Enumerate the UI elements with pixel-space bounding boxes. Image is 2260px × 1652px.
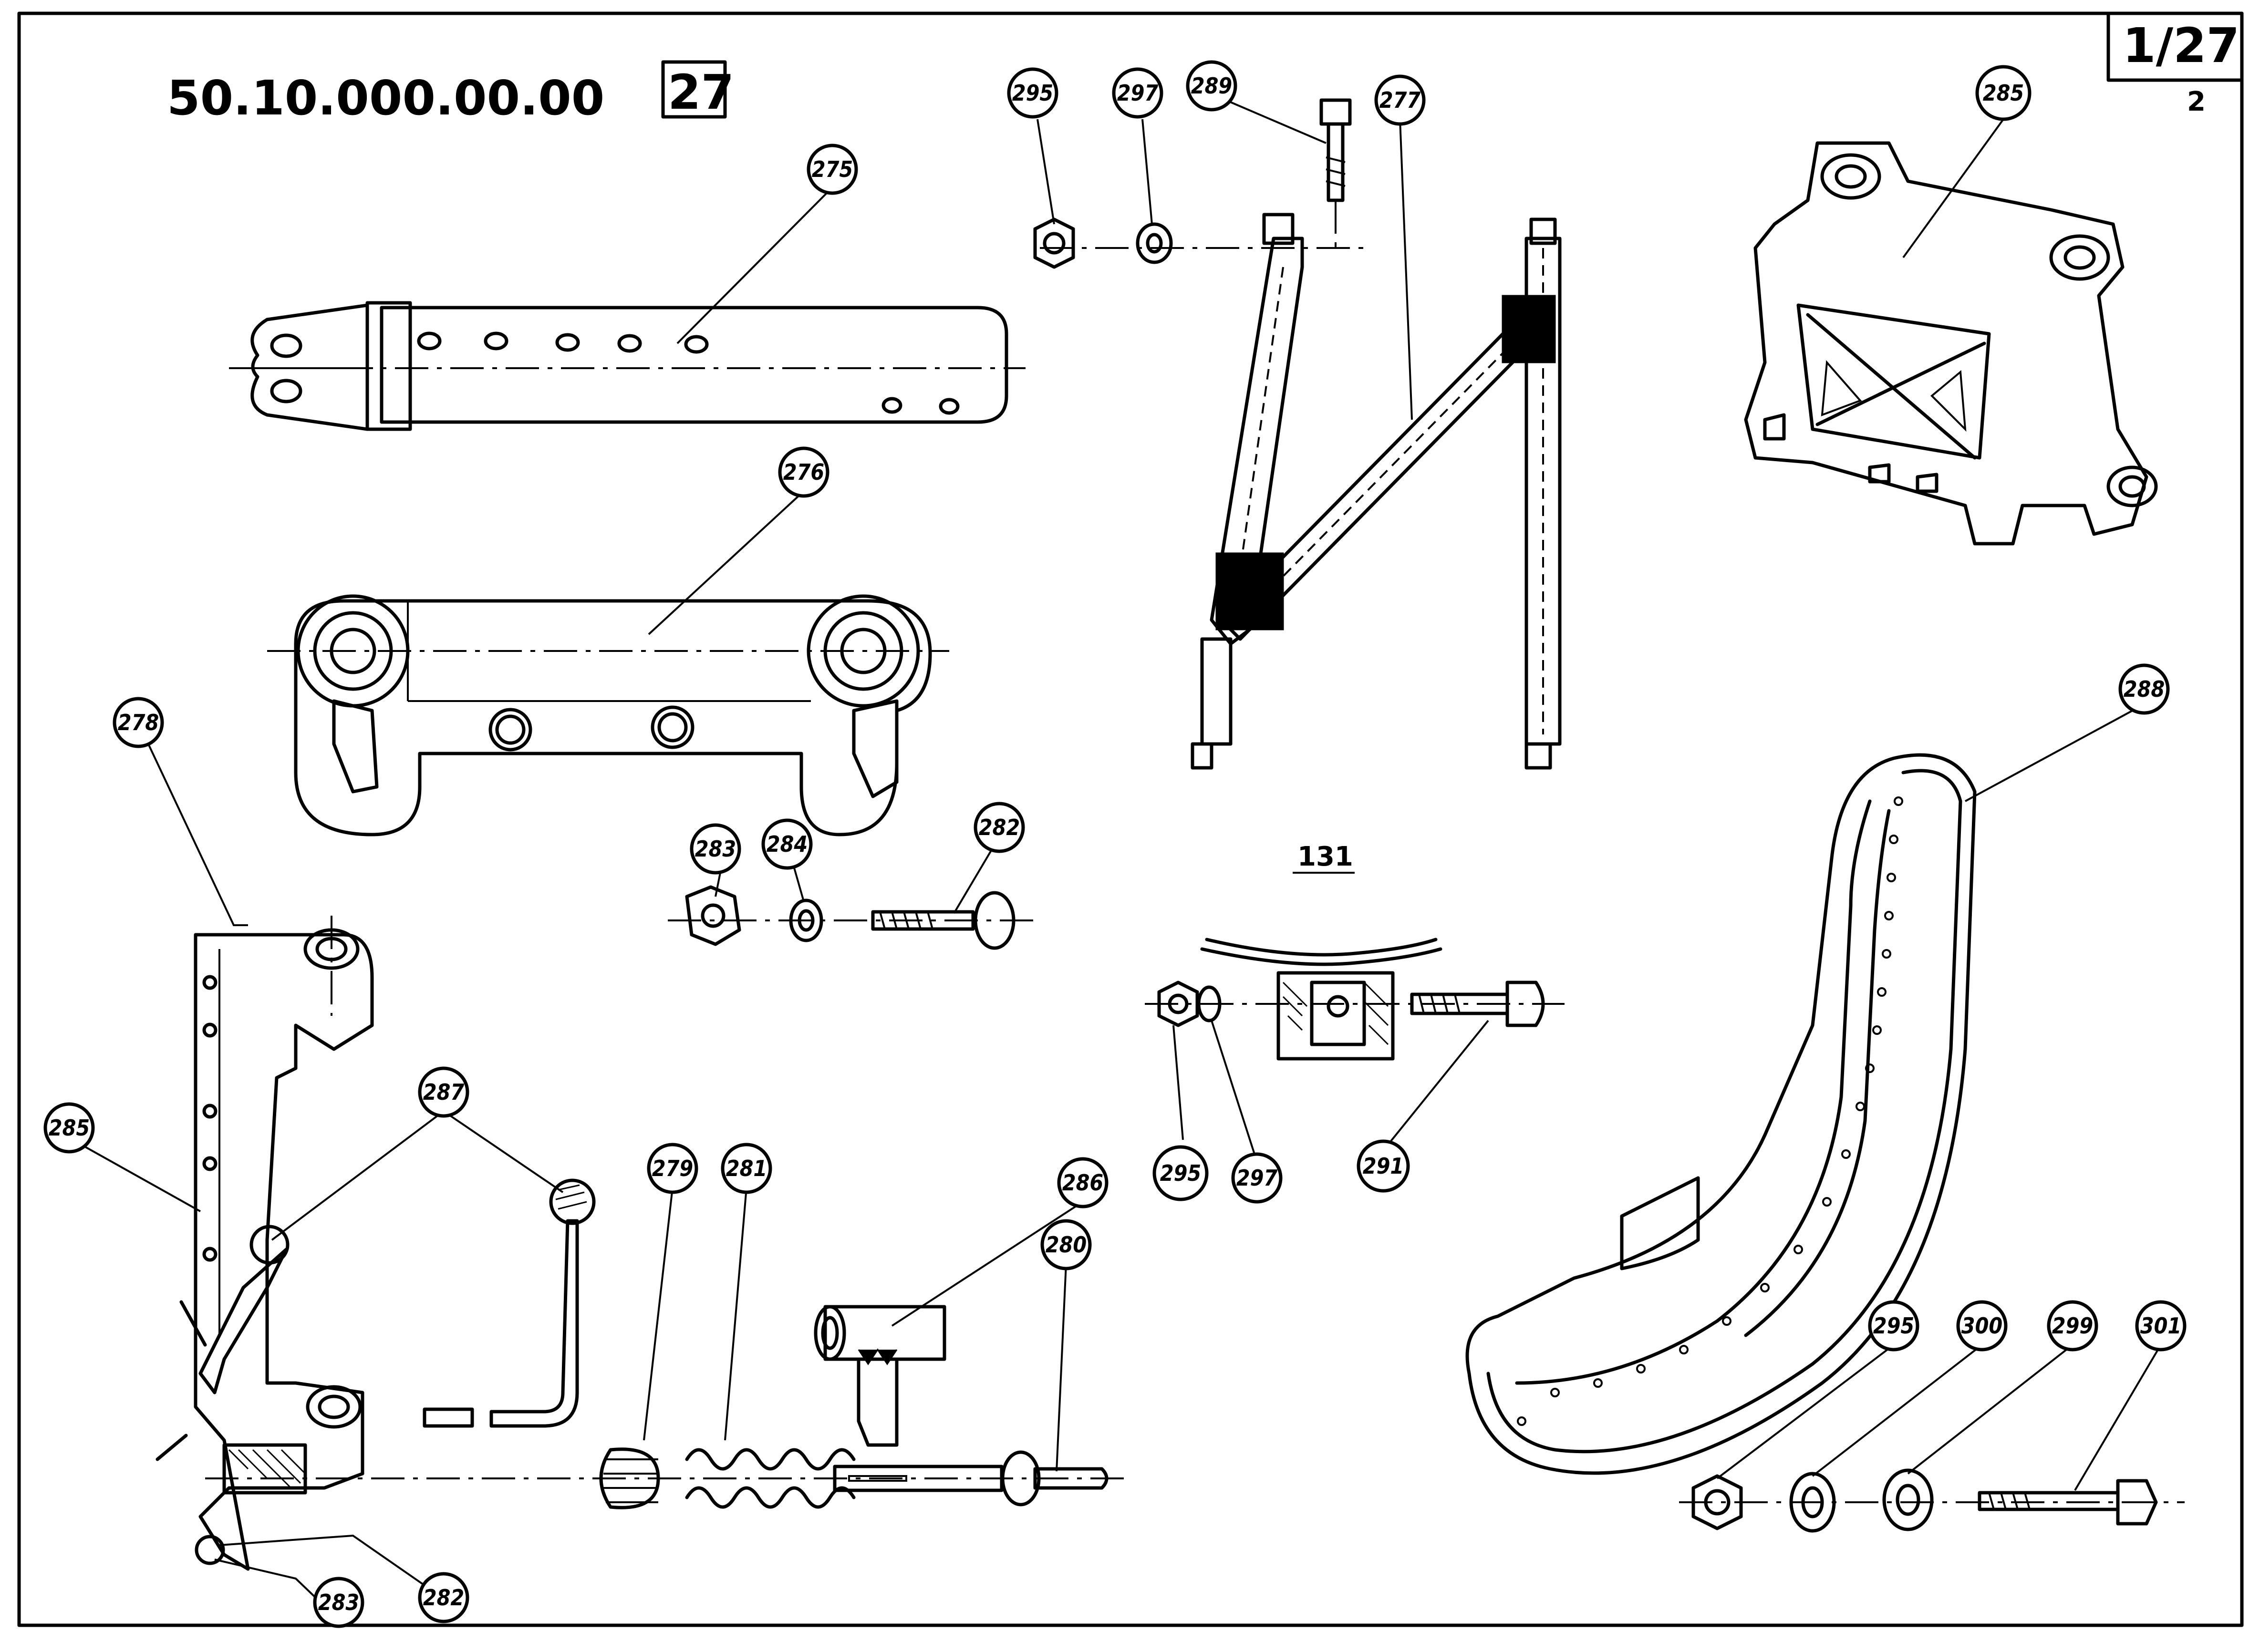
callout-label: 282 [979, 815, 1020, 840]
callout-label: 287 [423, 1079, 465, 1105]
leader-lines [81, 99, 2162, 1602]
callout-297: 297 [1112, 67, 1163, 119]
callout-label: 285 [49, 1115, 90, 1141]
part-number: 50.10.000.00.00 [167, 70, 604, 126]
callout-285: 285 [43, 1102, 95, 1154]
callout-label: 283 [695, 836, 736, 862]
callout-label: 276 [783, 459, 824, 485]
parts-279-281-286-280 [599, 1305, 1109, 1509]
callout-297: 297 [1231, 1152, 1283, 1204]
callout-label: 295 [1873, 1313, 1914, 1339]
callout-label: 286 [1062, 1170, 1103, 1196]
callout-label: 299 [2052, 1313, 2093, 1339]
callout-275: 275 [807, 144, 858, 195]
callout-label: 288 [2124, 676, 2165, 702]
part-277-frame [1040, 213, 1562, 770]
callout-282: 282 [418, 1572, 469, 1623]
callout-277: 277 [1374, 74, 1426, 126]
part-288-curved-rail [1465, 753, 1977, 1475]
part-285-casting [1744, 141, 2158, 546]
group-number-box [661, 60, 727, 119]
callout-295: 295 [1152, 1145, 1209, 1201]
callout-label: 291 [1363, 1153, 1404, 1179]
callout-286: 286 [1057, 1157, 1109, 1208]
callout-283: 283 [313, 1577, 364, 1628]
part-276-link [267, 594, 949, 836]
callout-291: 291 [1357, 1139, 1410, 1193]
callout-label: 297 [1236, 1165, 1278, 1191]
callout-300: 300 [1956, 1300, 2008, 1352]
part-287-handle [249, 1178, 596, 1428]
parts-295-300-299-301 [1679, 1468, 2185, 1533]
callout-label: 284 [767, 831, 808, 857]
parts-295-297-289-top [1033, 98, 1352, 269]
callout-295: 295 [1868, 1300, 1919, 1352]
part-275-tube [229, 301, 1026, 431]
callout-label: 295 [1160, 1160, 1201, 1186]
callout-label: 278 [118, 710, 159, 735]
callout-label: 295 [1012, 80, 1053, 106]
callout-label: 279 [652, 1156, 693, 1181]
callout-label: 277 [1379, 87, 1421, 113]
callout-282: 282 [974, 802, 1025, 853]
callout-276: 276 [778, 446, 829, 498]
callout-279: 279 [647, 1143, 698, 1194]
callout-284: 284 [761, 818, 813, 870]
group-number: 27 [668, 64, 734, 120]
callout-label: 275 [812, 156, 853, 182]
callout-278: 278 [113, 697, 164, 748]
callout-285: 285 [1975, 65, 2032, 121]
callout-283: 283 [690, 823, 741, 875]
sheet-number-box [2106, 11, 2244, 82]
detail-label: 131 [1297, 841, 1353, 872]
callout-label: 281 [726, 1156, 767, 1181]
callout-label: 282 [423, 1585, 464, 1611]
callout-280: 280 [1040, 1219, 1092, 1270]
callout-288: 288 [2118, 663, 2170, 715]
callout-301: 301 [2135, 1300, 2187, 1352]
parts-283-284-282-top [668, 885, 1040, 950]
callout-label: 297 [1117, 80, 1159, 106]
sheet-number: 1/27 [2123, 18, 2239, 73]
callout-label: 285 [1983, 80, 2024, 106]
callout-289: 289 [1186, 60, 1237, 112]
callout-label: 289 [1191, 73, 1232, 99]
callout-295: 295 [1007, 67, 1058, 119]
sheet-border [17, 11, 2244, 1627]
callout-label: 280 [1046, 1232, 1087, 1258]
callout-label: 283 [318, 1590, 359, 1615]
part-278-bracket [156, 916, 1126, 1571]
callout-label: 301 [2140, 1313, 2181, 1339]
callout-281: 281 [721, 1143, 772, 1194]
callout-label: 300 [1961, 1313, 2002, 1339]
sheet-count: 2 [2187, 86, 2206, 117]
callout-287: 287 [418, 1066, 469, 1118]
callout-299: 299 [2047, 1300, 2098, 1352]
detail-131-section: 131 [1145, 841, 1565, 1061]
